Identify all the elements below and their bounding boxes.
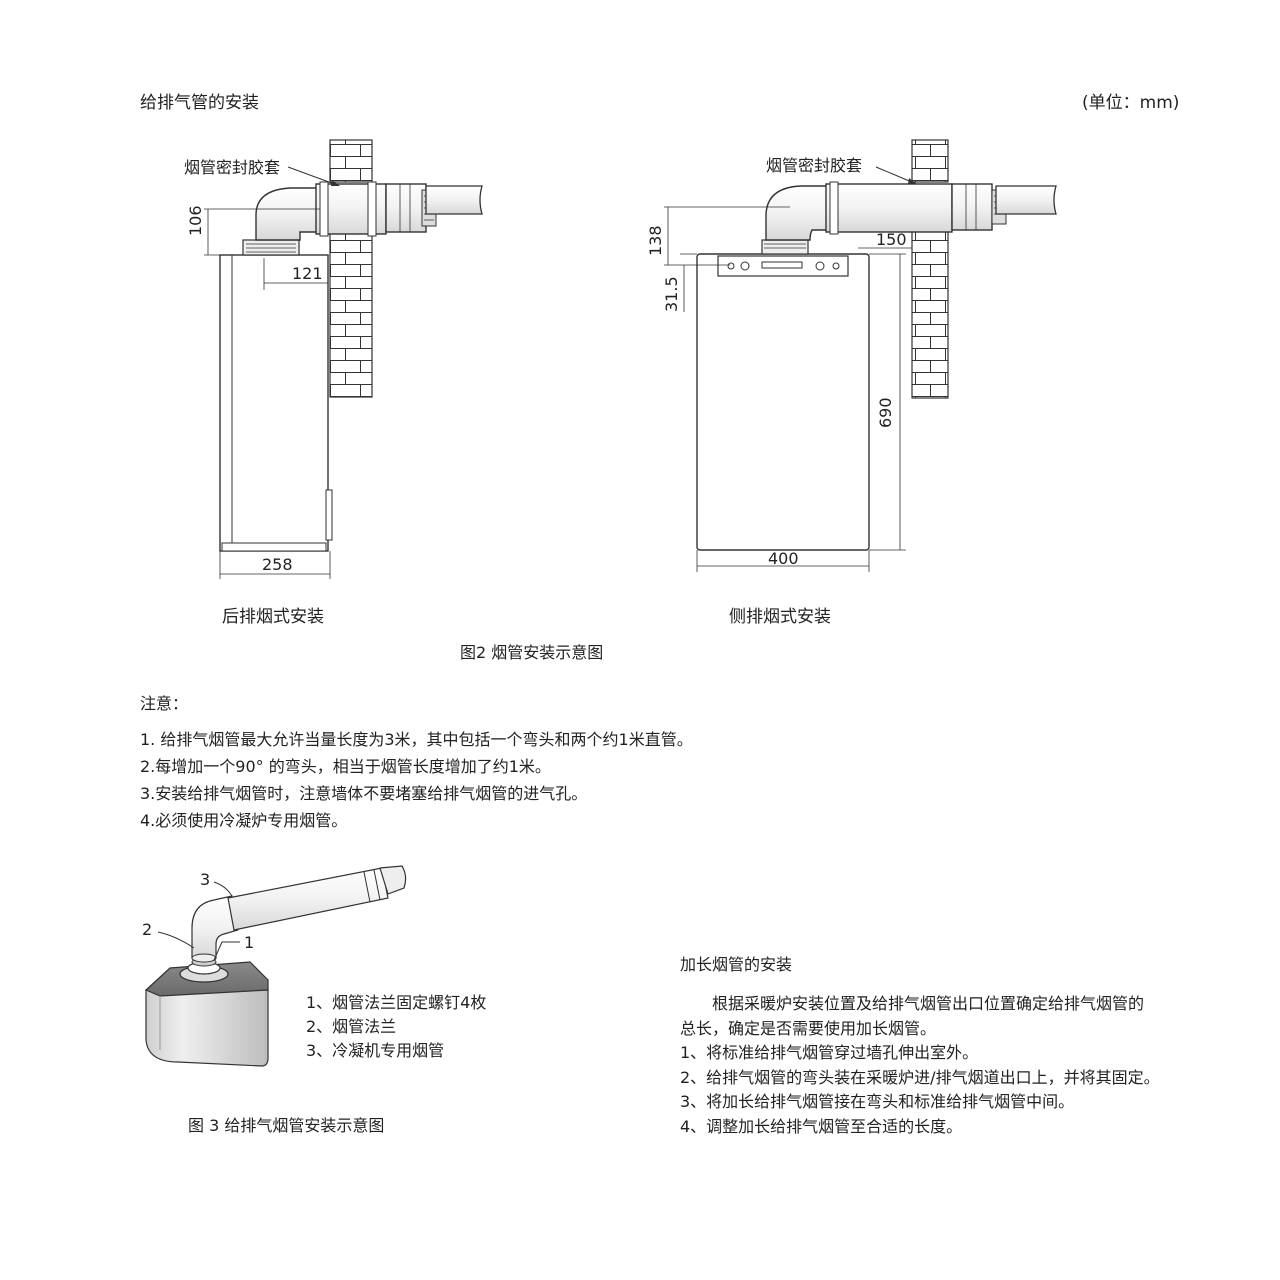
figure3-drawing <box>144 865 407 1067</box>
figure3-caption: 图 3 给排气烟管安装示意图 <box>188 1116 385 1135</box>
flue-flange <box>761 239 809 255</box>
dim-106: 106 <box>186 205 205 236</box>
extension-heading: 加长烟管的安装 <box>680 955 793 974</box>
callout-1: 1 <box>244 933 255 952</box>
dim-150: 150 <box>876 230 907 249</box>
mounting-bracket <box>717 255 849 277</box>
boiler-front-view <box>696 253 870 551</box>
seal-label-left: 烟管密封胶套 <box>184 158 281 177</box>
wall-lower <box>329 224 373 398</box>
extension-step: 2、给排气烟管的弯头装在采暖炉进/排气烟道出口上，并将其固定。 <box>680 1068 1160 1087</box>
extension-step: 1、将标准给排气烟管穿过墙孔伸出室外。 <box>680 1043 979 1062</box>
flue-elbow <box>765 185 831 241</box>
flue-elbow <box>255 187 321 241</box>
legend-item-3: 3、冷凝机专用烟管 <box>306 1041 445 1060</box>
dim-138: 138 <box>646 225 665 256</box>
extension-step: 3、将加长给排气烟管接在弯头和标准给排气烟管中间。 <box>680 1092 1075 1111</box>
figure2-caption: 图2 烟管安装示意图 <box>460 643 604 662</box>
note-item: 2.每增加一个90° 的弯头，相当于烟管长度增加了约1米。 <box>140 757 551 776</box>
boiler-body <box>145 989 269 1067</box>
legend-item-1: 1、烟管法兰固定螺钉4枚 <box>306 993 487 1012</box>
dim-258: 258 <box>262 555 293 574</box>
extension-paragraph-2: 总长，确定是否需要使用加长烟管。 <box>680 1019 937 1038</box>
dim-400: 400 <box>768 549 799 568</box>
callout-2: 2 <box>142 920 153 939</box>
extension-step: 4、调整加长给排气烟管至合适的长度。 <box>680 1117 963 1136</box>
unit-label: (单位：mm) <box>1082 93 1180 113</box>
notes-heading: 注意： <box>140 694 189 713</box>
caption-side-exhaust: 侧排烟式安装 <box>729 607 831 627</box>
caption-rear-exhaust: 后排烟式安装 <box>222 607 324 627</box>
page-title: 给排气管的安装 <box>140 93 259 113</box>
dim-121: 121 <box>292 264 323 283</box>
note-item: 1. 给排气烟管最大允许当量长度为3米，其中包括一个弯头和两个约1米直管。 <box>140 730 693 749</box>
wall-lower <box>911 225 949 399</box>
long-pipe <box>227 867 389 931</box>
dim-690: 690 <box>876 397 895 428</box>
rear-exhaust-diagram <box>204 139 483 579</box>
wall-upper <box>911 139 949 183</box>
wall-upper <box>329 139 373 183</box>
callout-3: 3 <box>200 870 211 889</box>
boiler-side-view <box>219 254 329 552</box>
flue-flange <box>242 239 300 256</box>
note-item: 4.必须使用冷凝炉专用烟管。 <box>140 811 348 830</box>
legend-item-2: 2、烟管法兰 <box>306 1017 397 1036</box>
side-exhaust-diagram <box>664 139 1057 572</box>
seal-label-right: 烟管密封胶套 <box>766 156 863 175</box>
flue-pipe <box>825 183 953 233</box>
elbow <box>191 895 239 959</box>
note-item: 3.安装给排气烟管时，注意墙体不要堵塞给排气烟管的进气孔。 <box>140 784 588 803</box>
extension-paragraph-1: 根据采暖炉安装位置及给排气烟管出口位置确定给排气烟管的 <box>712 994 1145 1013</box>
dim-31-5: 31.5 <box>662 276 681 312</box>
